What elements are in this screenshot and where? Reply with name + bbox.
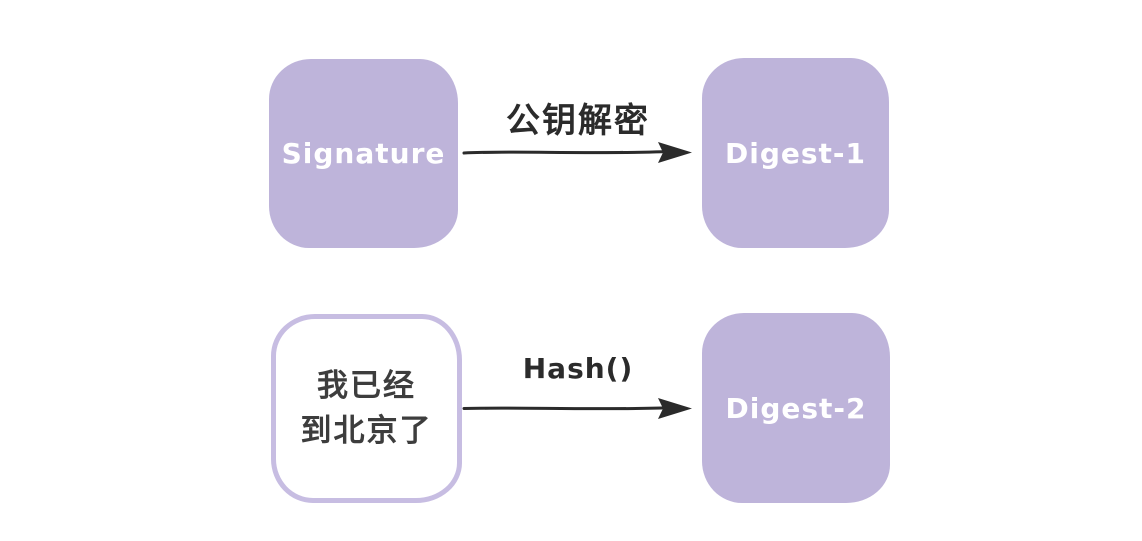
message-line-1: 我已经 — [317, 367, 416, 404]
digest-2-box: Digest-2 — [702, 313, 890, 503]
digest-1-box-label: Digest-1 — [724, 136, 867, 170]
arrow-right-icon — [462, 142, 692, 163]
message-box-text: 我已经 到北京了 — [301, 364, 433, 454]
decrypt-arrow — [461, 137, 693, 167]
hash-arrow-label: Hash() — [522, 352, 634, 385]
message-box: 我已经 到北京了 — [271, 314, 462, 503]
public-key-decrypt-arrow-label: 公钥解密 — [506, 101, 650, 141]
digest-1-box: Digest-1 — [702, 58, 889, 248]
message-line-2: 到北京了 — [300, 412, 433, 449]
signature-box: Signature — [269, 59, 458, 248]
digest-2-box-label: Digest-2 — [725, 391, 867, 425]
signature-box-label: Signature — [281, 137, 446, 170]
arrow-right-icon — [462, 398, 692, 419]
hash-arrow — [461, 393, 693, 423]
